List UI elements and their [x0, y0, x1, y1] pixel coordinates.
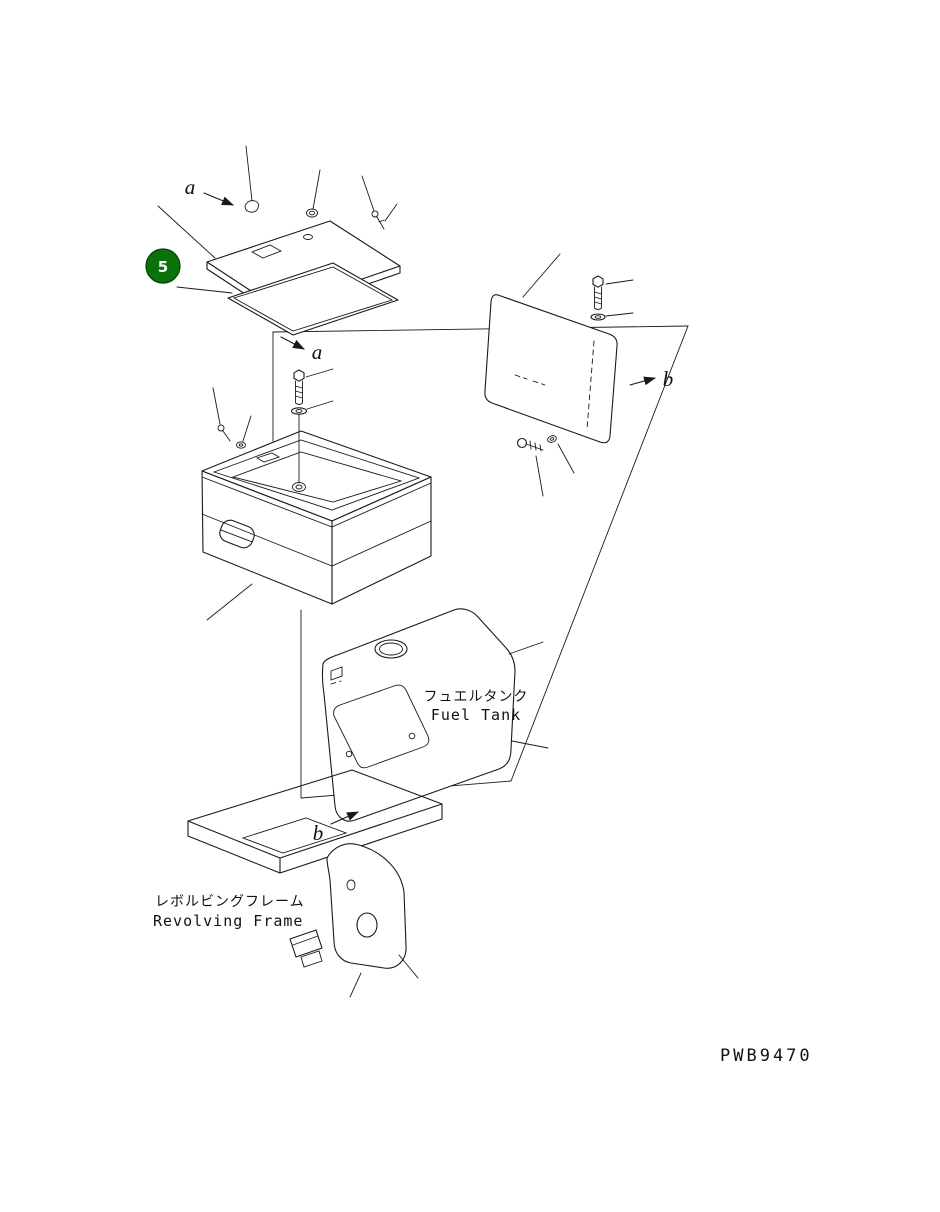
toolbox-right-face: [331, 476, 432, 605]
revolving-frame-label-en: Revolving Frame: [153, 912, 303, 930]
toolbox-bolt-hole: [292, 482, 306, 492]
flat-washer: [290, 407, 308, 415]
fuel-tank-label-en: Fuel Tank: [431, 706, 521, 724]
small-pin: [217, 424, 231, 442]
side-cover-bolt-washer: [590, 275, 634, 321]
view-arrow-a-top: a: [185, 175, 234, 206]
lid-clip: [244, 200, 260, 213]
view-arrow-b-bottom: b: [313, 811, 359, 845]
filler-cap: [374, 639, 408, 659]
fuel-tank-label: フュエルタンク Fuel Tank: [424, 689, 529, 724]
callout-5: 5: [145, 248, 181, 284]
lid-pin: [371, 210, 385, 230]
tank-fitting: [330, 666, 343, 681]
frame-foot-tab: [289, 929, 323, 958]
view-arrow-b-right: b: [629, 367, 674, 391]
lid-name-plate: [250, 244, 283, 259]
side-cover-plate: [484, 294, 618, 444]
fuel-tank: [321, 608, 549, 822]
angled-bolt: [516, 437, 544, 452]
toolbox: [201, 414, 432, 621]
fuel-tank-label-jp: フュエルタンク: [424, 689, 529, 705]
hex-bolt: [293, 369, 305, 382]
callout-5-ball: [145, 248, 181, 284]
revolving-frame-label-jp: レボルビングフレーム: [155, 894, 305, 910]
small-washer: [236, 441, 246, 449]
view-label-b-right: b: [663, 367, 674, 391]
lid-assembly: [157, 145, 401, 336]
lid-grommet: [306, 208, 318, 218]
bracket-hole-large: [356, 912, 378, 938]
flat-washer: [590, 313, 606, 321]
toolbox-floor: [231, 451, 403, 503]
fuel-tank-outline: [321, 608, 516, 822]
swing-bracket: [326, 843, 407, 969]
side-cover: [484, 253, 634, 497]
revolving-frame-label: レボルビングフレーム Revolving Frame: [153, 894, 305, 930]
angled-washer: [547, 435, 557, 443]
lid-grommet-hole: [303, 234, 313, 240]
view-arrow-a-mid: a: [280, 336, 323, 364]
side-cover-mount-bolts: [516, 435, 575, 497]
view-label-a-top: a: [185, 175, 196, 199]
tank-mount-recess: [333, 684, 430, 769]
lid-lower: [227, 262, 399, 336]
toolbox-latch: [219, 519, 255, 549]
view-label-b-bottom: b: [313, 821, 324, 845]
hex-bolt: [592, 275, 604, 288]
view-label-a-mid: a: [312, 340, 323, 364]
toolbox-inner-rim: [212, 439, 421, 511]
frame-cutout: [241, 817, 348, 854]
toolbox-bolt-washer: [290, 368, 334, 415]
toolbox-hinge-tab: [255, 452, 281, 463]
revolving-frame: [187, 769, 443, 998]
bracket-hole-small: [346, 879, 356, 891]
drawing-number: PWB9470: [720, 1046, 813, 1066]
side-cover-bend-line: [586, 340, 595, 430]
toolbox-small-fasteners: [212, 387, 252, 449]
callout-5-number: 5: [158, 258, 168, 276]
